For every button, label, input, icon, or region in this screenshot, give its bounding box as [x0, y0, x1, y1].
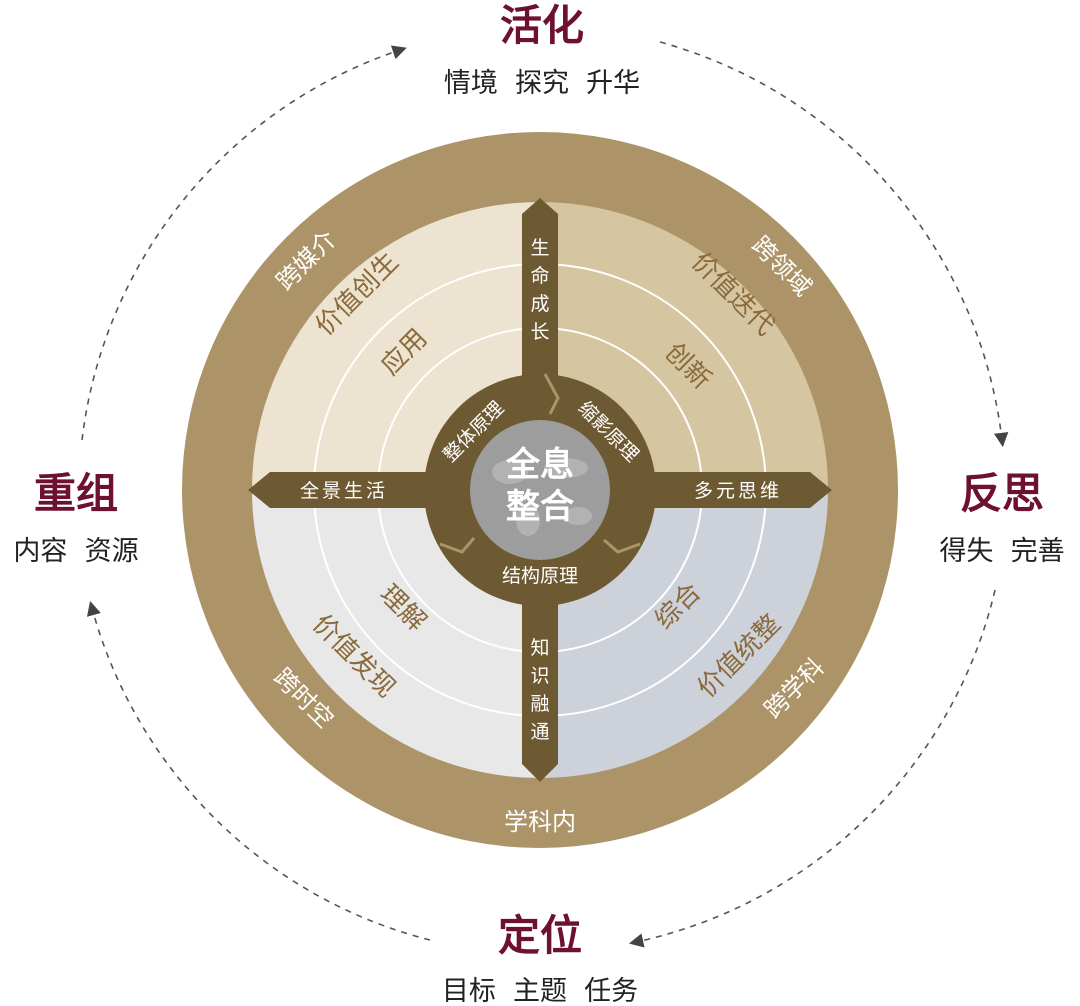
hub-land-2 — [544, 458, 588, 478]
stage-top-title: 活化 — [500, 1, 584, 50]
divider-left — [439, 537, 476, 554]
stage-bottom-subtitle: 目标 主题 任务 — [442, 976, 638, 1006]
arm-up-char-2: 命 — [530, 265, 549, 287]
cycle-arrows — [81, 41, 1009, 948]
hub-land-4 — [564, 507, 592, 525]
stage-right-title: 反思 — [960, 469, 1044, 518]
arm-down-char-2: 识 — [530, 665, 549, 687]
stage-right-subtitle: 得失 完善 — [939, 536, 1064, 567]
hub-land-1 — [492, 460, 528, 484]
cross-arms — [248, 198, 832, 782]
cycle-arrow-top-right — [659, 41, 1009, 448]
cycle-arrow-bottom-left — [86, 601, 431, 941]
hub-land-3 — [516, 504, 540, 536]
inner-ring-dividers — [439, 373, 641, 554]
outer-ring-bottom: 学科内 — [504, 808, 576, 836]
arm-right-label: 多元思维 — [694, 480, 782, 502]
hub-map-texture — [492, 458, 592, 536]
arm-down-char-3: 融 — [530, 693, 549, 715]
cycle-arrow-bottom-right — [628, 589, 996, 948]
arm-right — [648, 472, 832, 508]
stage-bottom-title: 定位 — [498, 911, 582, 960]
arm-up-char-1: 生 — [530, 237, 549, 259]
cycle-arrow-top-left — [81, 45, 407, 441]
divider-top — [543, 373, 560, 415]
stage-left-subtitle: 内容 资源 — [13, 536, 138, 567]
arm-up-char-3: 成 — [530, 293, 549, 315]
arm-down — [522, 600, 558, 782]
arm-left-label: 全景生活 — [300, 480, 388, 502]
arm-left — [248, 472, 432, 508]
stage-left-title: 重组 — [34, 469, 118, 518]
arm-down-char-4: 通 — [530, 721, 549, 743]
inner-label-bottom: 结构原理 — [502, 565, 578, 587]
arm-up-char-4: 长 — [530, 321, 549, 343]
stage-top-subtitle: 情境 探究 升华 — [444, 68, 640, 99]
hub-circle — [470, 420, 610, 560]
arm-down-char-1: 知 — [530, 637, 549, 659]
divider-right — [603, 538, 641, 554]
arm-up — [522, 198, 558, 380]
hub-line-2: 整合 — [506, 487, 574, 527]
hub-line-1: 全息 — [505, 445, 574, 485]
